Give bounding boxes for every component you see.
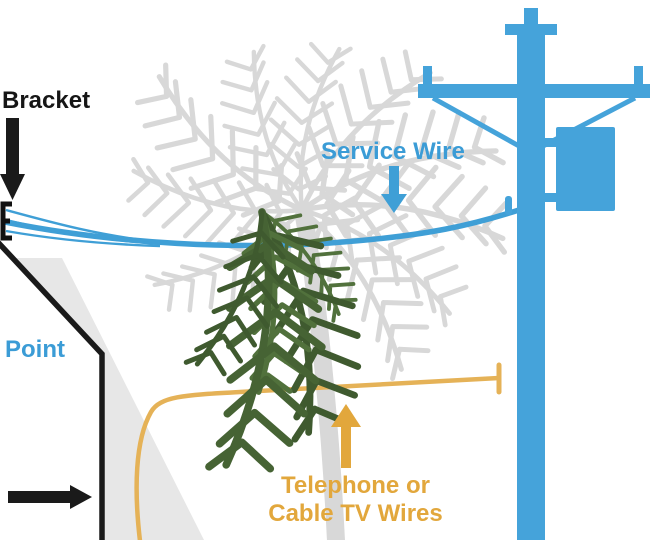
transformer-mount-bottom [545,193,556,202]
transformer-mount-top [545,138,556,147]
telephone-label: Telephone or Cable TV Wires [233,472,478,528]
house-side-gray [12,258,204,540]
drip-loop-wire [5,208,161,244]
telephone-arrow [331,404,361,468]
house-roof-outline [0,240,105,540]
house [0,240,204,540]
telephone-wire-line [134,375,502,540]
utility-pole [418,8,650,540]
bracket-arrow [0,118,25,200]
arrows [0,118,407,509]
drip-loop-wire [5,218,161,246]
service-wire-arrow [381,166,407,213]
telephone-wire [134,362,502,540]
service-wire-insulator [505,196,512,215]
pole-body [517,26,545,540]
bracket-label: Bracket [2,87,91,114]
crossarm [418,84,650,98]
telephone-label-line2: Cable TV Wires [268,500,443,527]
attachment-point-label: Point [5,336,65,363]
telephone-label-line1: Telephone or [281,472,430,499]
palm-tree-faded [116,31,512,540]
service-wire-label: Service Wire [321,138,465,165]
bracket-hardware [0,201,12,241]
drip-loop-wire [5,229,161,248]
house-arrow [8,485,92,509]
crossarm-insulator-right [634,66,643,86]
transformer-box [556,127,615,211]
crossarm-insulator-left [423,66,432,86]
